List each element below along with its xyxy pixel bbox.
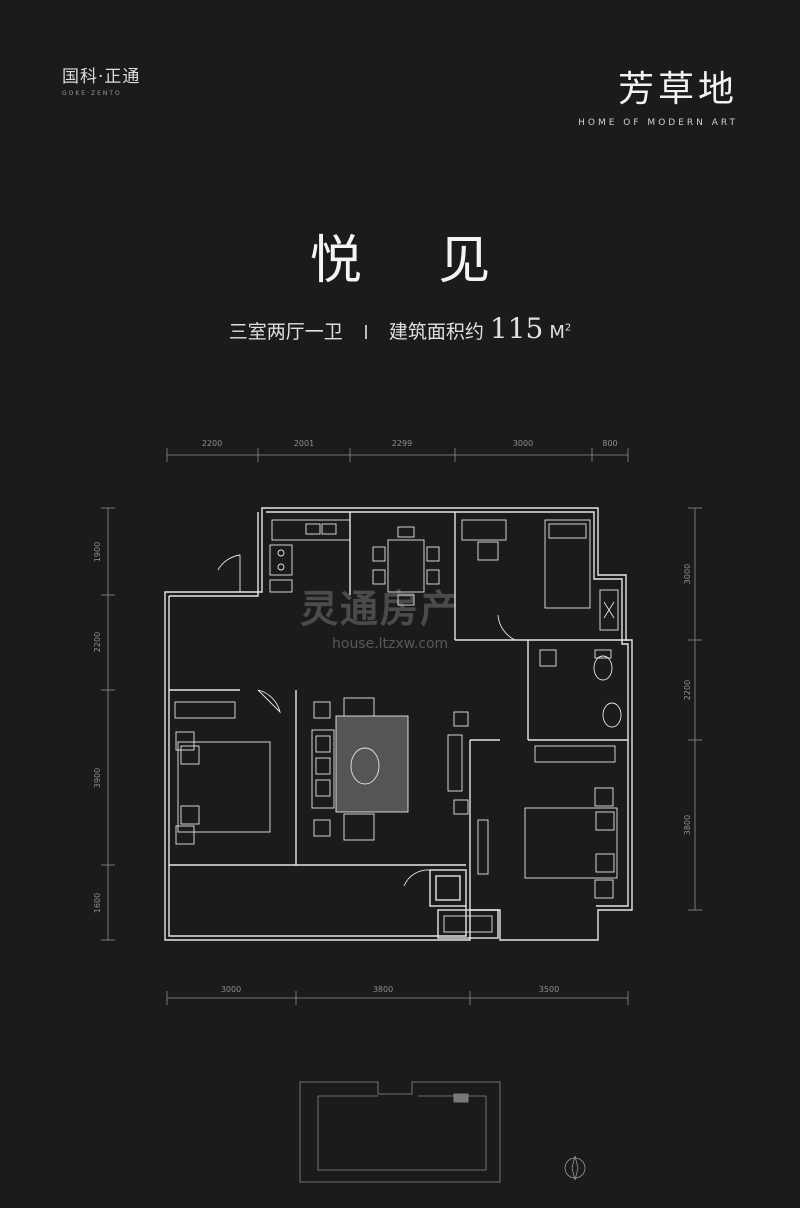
site-plan [299,1081,501,1183]
dim-top-5: 800 [602,439,617,448]
project-logo: 芳草地 HOME OF MODERN ART [578,60,738,128]
developer-logo: 国科·正通 GOKE·ZENTO [62,62,140,97]
watermark: 灵通房产 [300,587,461,631]
unit-subtitle: 三室两厅一卫 建筑面积约 115 M2 [0,312,800,345]
dim-top-2: 2001 [294,439,314,448]
developer-name-en: GOKE·ZENTO [62,90,122,97]
dim-top-3: 2299 [392,439,412,448]
rug [335,715,409,813]
project-name: 芳草地 [617,69,738,110]
floor-plan: 2200 2001 2299 3000 800 3000 3800 3500 1… [93,439,702,1183]
walls [164,507,633,941]
dimension-lines [101,448,702,1005]
compass-icon [564,1155,586,1181]
room-layout: 三室两厅一卫 [228,321,343,343]
dim-bottom-1: 3000 [221,985,241,994]
area-unit: M [549,322,565,343]
area-unit-sup: 2 [564,322,572,334]
dim-left-4: 1600 [93,893,102,913]
divider [364,325,367,339]
unit-title: 悦 见 [309,231,521,291]
area-value: 115 [489,312,544,345]
dim-left-1: 1900 [93,542,102,562]
dim-left-2: 2200 [93,632,102,652]
dim-left-3: 3900 [93,768,102,788]
watermark-url: house.ltzxw.com [332,636,449,652]
project-tagline: HOME OF MODERN ART [578,118,738,128]
dim-bottom-3: 3500 [539,985,559,994]
dimension-labels: 2200 2001 2299 3000 800 3000 3800 3500 1… [93,439,692,994]
dim-right-1: 3000 [683,564,692,584]
area-label: 建筑面积约 [388,321,484,343]
dim-right-3: 3800 [683,815,692,835]
dim-right-2: 2200 [683,680,692,700]
dim-top-4: 3000 [513,439,533,448]
developer-name: 国科·正通 [62,67,141,87]
dim-bottom-2: 3800 [373,985,393,994]
furniture [174,519,622,933]
dim-top-1: 2200 [202,439,222,448]
